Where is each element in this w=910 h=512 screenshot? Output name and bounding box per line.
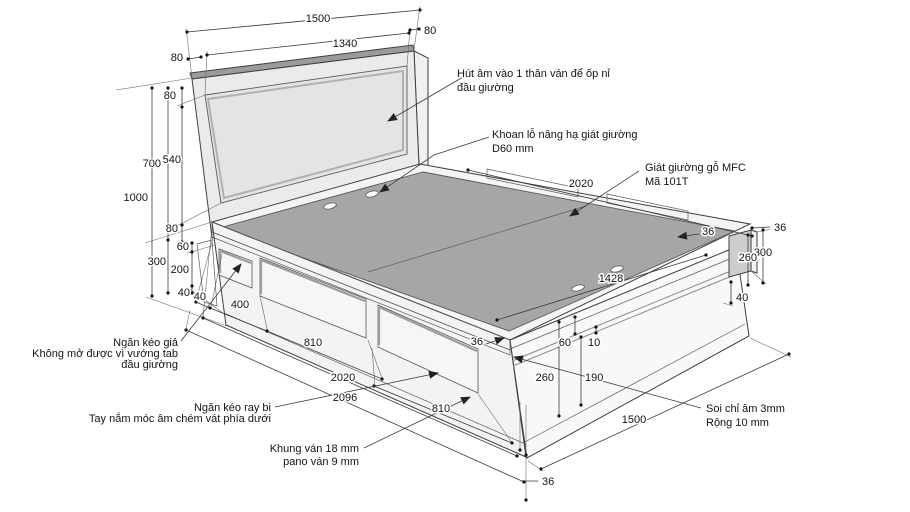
annotation-groove: Soi chỉ âm 3mm Rộng 10 mm [705,402,787,431]
dim-tab-gap: 40 [736,292,748,304]
annotation-line: D60 mm [492,143,534,155]
leader-upholstery [387,76,464,122]
dim-drawer-h: 200 [171,264,189,276]
dim-rail-w: 36 [702,226,714,238]
dimension-labels: 1500 80 1340 80 80 540 700 1000 80 60 30… [122,12,788,490]
extension-lines [115,5,792,500]
dim-hb-margin-r: 80 [424,25,436,37]
annotation-line: Soi chỉ âm 3mm [706,403,785,415]
annotation-line: đầu giường [457,82,514,94]
dim-tab-t: 36 [774,222,786,234]
dimension-lines [151,9,790,483]
dim-hb-total-w: 1500 [306,13,330,25]
leader-panel-frame [363,396,471,449]
leader-drawer-rail [274,370,439,408]
headboard-recess-panel [204,65,408,204]
leader-lift-hole [379,136,490,193]
left-plinth-seam [223,312,524,444]
headboard-tab-edge [750,229,758,274]
annotation-line: pano ván 9 mm [283,456,359,468]
dim-rim-btm: 36 [542,476,554,488]
dim-fake-drawer-w: 400 [231,299,249,311]
leader-slat [569,170,640,217]
dim-hb-margin-l: 80 [171,52,183,64]
far-rail-board-left [486,168,579,198]
annotation-line: Khung ván 18 mm [270,443,359,455]
dim-box-h: 300 [148,256,166,268]
dim-foot-w: 1500 [622,414,646,426]
slat-seam [367,205,587,273]
annotation-panel-frame: Khung ván 18 mm pano ván 9 mm [268,442,360,470]
annotation-line: Khoan lỗ nâng hạ giát giường [492,128,637,141]
leader-fake-drawer [180,263,242,342]
dim-tab-total-h: 300 [754,247,772,259]
bed-geometry [189,44,758,459]
dim-hb-above-h: 700 [143,158,161,170]
leader-groove [513,355,702,409]
leader-rail-width [677,231,700,240]
dim-drawer2-w: 810 [432,403,450,415]
annotation-fake-drawer: Ngăn kéo giả Không mở được vì vướng tab … [31,336,181,373]
dim-groove-top: 60 [559,337,571,349]
dim-slat-w: 1428 [599,273,623,285]
foot-groove-top [511,267,739,362]
headboard-recess-shadow [206,69,404,200]
dim-corner-gap: 40 [194,291,206,303]
dim-rim-foot: 36 [471,336,483,348]
dim-drawer1-w: 810 [304,337,322,349]
annotation-line: Mã 101T [645,176,689,188]
foot-plinth-seam [522,323,746,444]
foot-rim-edge [509,255,738,350]
annotation-line: Giát giường gỗ MFC [645,161,746,174]
far-rail-board-right [606,193,689,221]
fake-drawer-recess [218,249,252,273]
dim-hb-bottom-gap: 80 [166,223,178,235]
annotation-line: Không mở được vì vướng tab [32,348,178,360]
lift-hole [571,284,585,292]
headboard-base-sliver [196,239,218,307]
dim-below-groove: 190 [585,372,603,384]
dim-groove-w: 10 [588,337,600,349]
annotation-upholstery: Hút âm vào 1 thân ván để ốp nỉ đầu giườn… [456,67,612,96]
annotation-line: Hút âm vào 1 thân ván để ốp nỉ [457,68,610,80]
left-face-shadow-strip [211,231,511,356]
annotation-line: Ngăn kéo giả [113,337,179,349]
foot-groove-bottom [512,272,740,367]
annotation-labels: Hút âm vào 1 thân ván để ốp nỉ đầu giườn… [31,67,787,470]
lift-hole [610,265,624,273]
drawer1-recess [259,258,366,303]
annotation-lift-hole: Khoan lỗ nâng hạ giát giường D60 mm [491,127,639,157]
dim-box-len: 2020 [331,372,355,384]
annotation-slat: Giát giường gỗ MFC Mã 101T [644,160,748,190]
lift-hole [365,190,379,198]
dim-rail-len: 2020 [569,178,593,190]
dim-plinth-h: 40 [178,287,190,299]
foot-face [509,246,750,459]
dim-hb-top-gap: 80 [164,90,176,102]
dim-panel-h2: 260 [536,372,554,384]
dim-tab-h: 260 [739,252,757,264]
drawer2-recess [377,305,478,353]
dim-hb-inner-w: 1340 [333,38,357,50]
leader-foot-rim [485,337,505,345]
annotation-drawer-rail: Ngăn kéo ray bi Tay nắm móc âm chém vát … [87,401,272,427]
platform-slat-surface [217,171,737,332]
lift-hole [323,202,337,210]
dim-hb-total-h: 1000 [124,192,148,204]
dim-side-top-reveal: 60 [177,241,189,253]
annotation-line: Ngăn kéo ray bi [194,402,271,414]
dim-hb-panel-h: 540 [163,154,181,166]
leader-lines [180,76,702,449]
dimension-endpoints [150,8,791,502]
annotation-line: Tay nắm móc âm chém vát phía dưới [89,412,271,425]
dim-total-len: 2096 [333,392,357,404]
lift-holes [323,190,624,292]
annotation-line: đầu giường [121,359,178,371]
annotation-line: Rộng 10 mm [706,417,769,429]
